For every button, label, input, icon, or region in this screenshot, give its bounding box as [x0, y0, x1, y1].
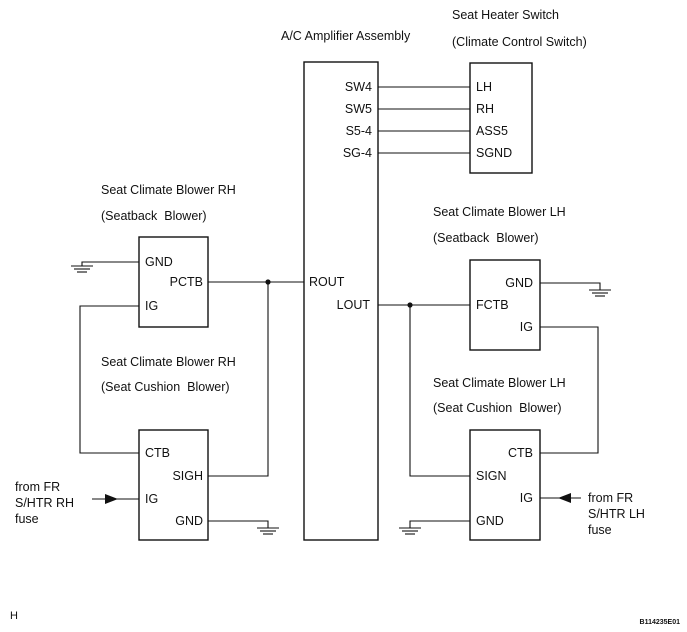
blower-lh-seatback-title: Seat Climate Blower LH	[433, 205, 566, 219]
lh-seatback-pin-gnd: GND	[505, 276, 533, 290]
rh-cushion-pin-ig: IG	[145, 492, 158, 506]
wire-lh-seatback-gnd	[540, 282, 601, 290]
lh-cushion-pin-sign: SIGN	[476, 469, 507, 483]
blower-rh-seatback-subtitle: (Seatback Blower)	[101, 209, 207, 223]
blower-lh-cushion-title: Seat Climate Blower LH	[433, 376, 566, 390]
switch-pin-sgnd: SGND	[476, 146, 512, 160]
amp-pin-s5-4: S5-4	[346, 124, 372, 138]
wire-rh-cushion-gnd	[208, 520, 269, 528]
rh-seatback-pin-gnd: GND	[145, 255, 173, 269]
fuse-lh-line-1: from FR	[588, 491, 633, 505]
wire-lh-ig-ctb	[540, 326, 599, 454]
heater-switch-box	[469, 62, 533, 174]
amplifier-box	[303, 61, 379, 541]
blower-rh-cushion-subtitle: (Seat Cushion Blower)	[101, 380, 230, 394]
footer-figure-id: B114235E01	[640, 619, 681, 626]
fuse-lh-line-3: fuse	[588, 523, 612, 537]
wire-rh-seatback-gnd	[81, 261, 139, 266]
fuse-rh-line-1: from FR	[15, 480, 60, 494]
blower-lh-cushion-subtitle: (Seat Cushion Blower)	[433, 401, 562, 415]
wire-rout-sigh	[208, 282, 269, 477]
arrow-left-icon	[558, 493, 571, 503]
rh-cushion-pin-sigh: SIGH	[172, 469, 203, 483]
rh-cushion-pin-ctb: CTB	[145, 446, 170, 460]
ground-symbol-lh-seatback	[589, 289, 611, 297]
blower-rh-cushion-box	[138, 429, 209, 541]
lh-seatback-pin-fctb: FCTB	[476, 298, 509, 312]
wire-lout-sign	[409, 305, 470, 477]
blower-lh-seatback-box	[469, 259, 541, 351]
blower-lh-seatback-subtitle: (Seatback Blower)	[433, 231, 539, 245]
blower-rh-seatback-title: Seat Climate Blower RH	[101, 183, 236, 197]
lh-cushion-pin-gnd: GND	[476, 514, 504, 528]
wire-rh-ig-ctb	[79, 305, 139, 454]
blower-rh-cushion-title: Seat Climate Blower RH	[101, 355, 236, 369]
ground-symbol-lh-cushion	[399, 527, 421, 535]
lh-seatback-pin-ig: IG	[520, 320, 533, 334]
lh-cushion-pin-ctb: CTB	[508, 446, 533, 460]
fuse-rh-line-2: S/HTR RH	[15, 496, 74, 510]
ground-symbol-rh-seatback	[71, 265, 93, 273]
switch-pin-rh: RH	[476, 102, 494, 116]
amp-pin-sw4: SW4	[345, 80, 372, 94]
amp-pin-rout: ROUT	[309, 275, 345, 289]
heater-switch-title: Seat Heater Switch	[452, 8, 559, 22]
amp-pin-sw5: SW5	[345, 102, 372, 116]
rh-cushion-pin-gnd: GND	[175, 514, 203, 528]
fuse-rh-line-3: fuse	[15, 512, 39, 526]
heater-switch-subtitle: (Climate Control Switch)	[452, 35, 587, 49]
switch-pin-ass5: ASS5	[476, 124, 508, 138]
blower-lh-cushion-box	[469, 429, 541, 541]
amp-pin-lout: LOUT	[337, 298, 371, 312]
blower-rh-seatback-box	[138, 236, 209, 328]
amp-pin-sg-4: SG-4	[343, 146, 372, 160]
rh-seatback-pin-pctb: PCTB	[170, 275, 203, 289]
footer-left-code: H	[10, 610, 18, 622]
rh-seatback-pin-ig: IG	[145, 299, 158, 313]
ground-symbol-rh-cushion	[257, 527, 279, 535]
switch-pin-lh: LH	[476, 80, 492, 94]
arrow-right-icon	[105, 494, 118, 504]
fuse-lh-line-2: S/HTR LH	[588, 507, 645, 521]
lh-cushion-pin-ig: IG	[520, 491, 533, 505]
wire-lh-cushion-gnd	[409, 520, 470, 528]
amplifier-title: A/C Amplifier Assembly	[281, 29, 411, 43]
